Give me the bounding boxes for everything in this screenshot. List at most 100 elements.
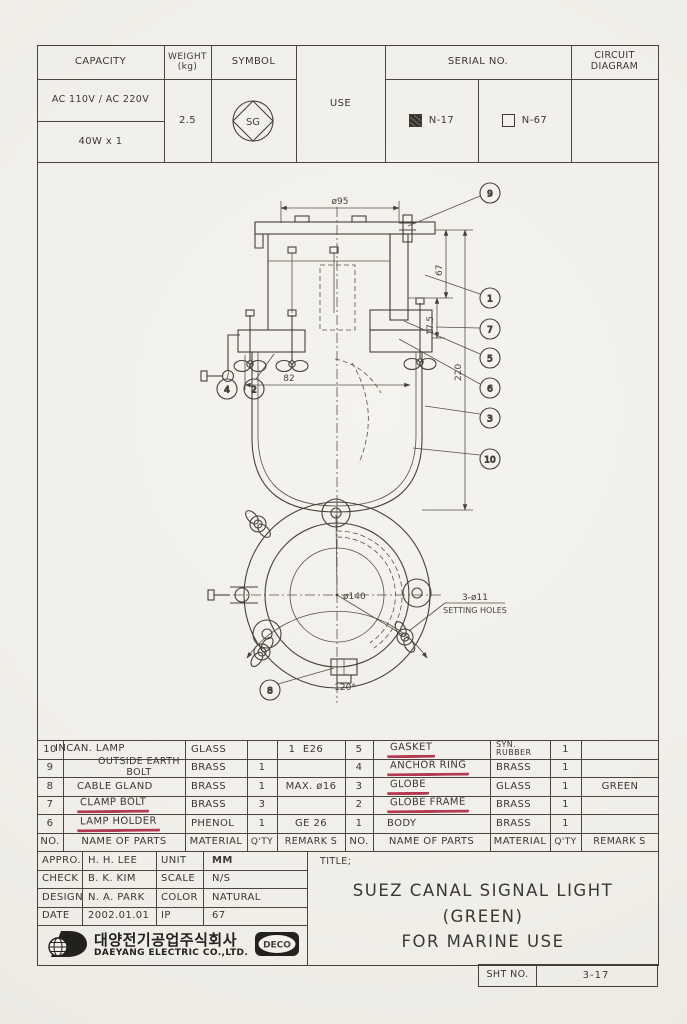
part-remarks — [279, 760, 343, 777]
company-logo-strip: 대양전기공업주식회사 DAEYANG ELECTRIC CO.,LTD. DEC… — [37, 925, 307, 966]
part-name: OUTSIDE EARTH BOLT — [98, 756, 180, 778]
serial-header: SERIAL NO. — [447, 56, 509, 68]
part-qty: 1 — [562, 799, 569, 811]
serial-n17-cell: N-17 — [385, 79, 478, 162]
unit-value: MM — [212, 854, 233, 866]
part-material: GLASS — [191, 743, 227, 755]
svg-text:8: 8 — [267, 687, 273, 697]
part-name: GLOBE FRAME — [386, 796, 490, 814]
deco-badge: DECO — [254, 931, 300, 961]
part-no: 8 — [46, 780, 54, 792]
sheet-no-value: 3-17 — [582, 969, 610, 981]
svg-text:4: 4 — [224, 386, 230, 396]
dim-phi95: ø95 — [280, 197, 400, 223]
svg-text:1: 1 — [487, 295, 493, 305]
svg-text:3: 3 — [487, 415, 493, 425]
title-label: TITLE; — [320, 855, 352, 867]
svg-text:7: 7 — [487, 326, 493, 336]
part-material: BRASS — [496, 799, 531, 811]
col-header-name: NAME OF PARTS — [388, 836, 475, 848]
part-remarks — [279, 797, 343, 814]
part-remarks — [583, 815, 657, 832]
part-qty: 1 — [258, 817, 266, 829]
capacity-header: CAPACITY — [74, 56, 127, 68]
part-name: INCAN. LAMP — [55, 743, 125, 754]
dim-phi140: ø140 — [343, 592, 366, 602]
part-qty: 1 — [562, 762, 569, 774]
part-no: 6 — [46, 817, 54, 829]
col-header-remarks: REMARK S — [284, 835, 338, 847]
col-header-no: NO. — [349, 836, 369, 848]
part-no: 3 — [355, 780, 363, 792]
part-material: BRASS — [191, 762, 226, 774]
date-value: 2002.01.01 — [88, 910, 150, 922]
appro-value: H. H. LEE — [88, 854, 138, 866]
part-qty: 1 — [288, 743, 296, 755]
sheet-no-label: SHT NO. — [486, 968, 529, 980]
part-qty: 1 — [562, 743, 569, 755]
dim-120deg: 120° — [246, 610, 428, 693]
svg-text:9: 9 — [487, 190, 493, 200]
n67-checkbox-empty-icon — [501, 114, 515, 127]
part-qty: 3 — [258, 799, 266, 811]
part-name: CLAMP BOLT — [76, 796, 185, 814]
part-no: 7 — [46, 799, 54, 811]
use-cell: USE — [329, 97, 352, 109]
part-name: LAMP HOLDER — [76, 815, 185, 832]
unit-label: UNIT — [161, 854, 187, 866]
dim-220: 220 — [422, 229, 473, 511]
part-material: GLASS — [496, 780, 532, 792]
n17-checkbox-checked-icon — [408, 114, 422, 127]
bottom-view: ø140 3-ø11 SETTING HOLES 120° 8 — [207, 498, 507, 703]
color-value: NATURAL — [212, 891, 261, 903]
svg-text:67: 67 — [435, 265, 445, 276]
title-line3: FOR MARINE USE — [401, 931, 565, 951]
scale-value: N/S — [212, 873, 231, 885]
part-remarks — [583, 741, 657, 758]
ip-value: 67 — [212, 910, 226, 922]
side-view: ø95 67 17.5 220 82 — [200, 182, 501, 527]
date-label: DATE — [42, 910, 70, 922]
col-header-qty: Q'TY — [250, 836, 274, 847]
svg-text:5: 5 — [487, 355, 493, 365]
part-material: SYN. RUBBER — [496, 740, 532, 757]
sheet-border — [37, 45, 659, 966]
part-material: BRASS — [496, 762, 531, 774]
callout-8: 8 — [259, 667, 335, 701]
svg-text:3-ø11: 3-ø11 — [462, 593, 488, 603]
svg-text:ø95: ø95 — [332, 197, 349, 207]
symbol-header: SYMBOL — [231, 56, 276, 68]
col-header-material: MATERIAL — [189, 836, 243, 848]
part-no: 9 — [46, 762, 54, 774]
svg-text:2: 2 — [251, 386, 257, 396]
part-material: BRASS — [191, 780, 226, 792]
weight-header: WEIGHT(kg) — [168, 51, 207, 72]
part-no: 5 — [355, 743, 363, 755]
setting-holes-label: 3-ø11 SETTING HOLES — [408, 593, 507, 632]
svg-text:82: 82 — [283, 374, 294, 384]
col-header-material: MATERIAL — [493, 836, 547, 848]
appro-label: APPRO. — [42, 854, 81, 866]
part-no: 2 — [355, 799, 363, 811]
serial-n67-label: N-67 — [521, 114, 548, 126]
capacity-lamp: 40W x 1 — [78, 135, 123, 147]
check-label: CHECK — [42, 873, 79, 885]
sheet-no-strip: SHT NO. 3-17 — [478, 964, 658, 988]
col-header-remarks: REMARK S — [593, 835, 646, 847]
weight-value: 2.5 — [178, 114, 197, 126]
serial-n67-cell: N-67 — [478, 79, 571, 162]
col-header-name: NAME OF PARTS — [81, 836, 167, 848]
design-value: N. A. PARK — [88, 891, 145, 903]
scale-label: SCALE — [161, 873, 196, 885]
part-no: 4 — [355, 762, 363, 774]
part-remarks — [583, 760, 657, 777]
svg-text:SETTING HOLES: SETTING HOLES — [443, 606, 507, 615]
part-no: 1 — [355, 817, 363, 829]
title-line2: (GREEN) — [442, 906, 524, 926]
title-line1: SUEZ CANAL SIGNAL LIGHT — [352, 880, 614, 900]
technical-drawing: ø95 67 17.5 220 82 — [37, 163, 659, 745]
part-material: BRASS — [191, 799, 226, 811]
part-name: CABLE GLAND — [77, 780, 153, 792]
